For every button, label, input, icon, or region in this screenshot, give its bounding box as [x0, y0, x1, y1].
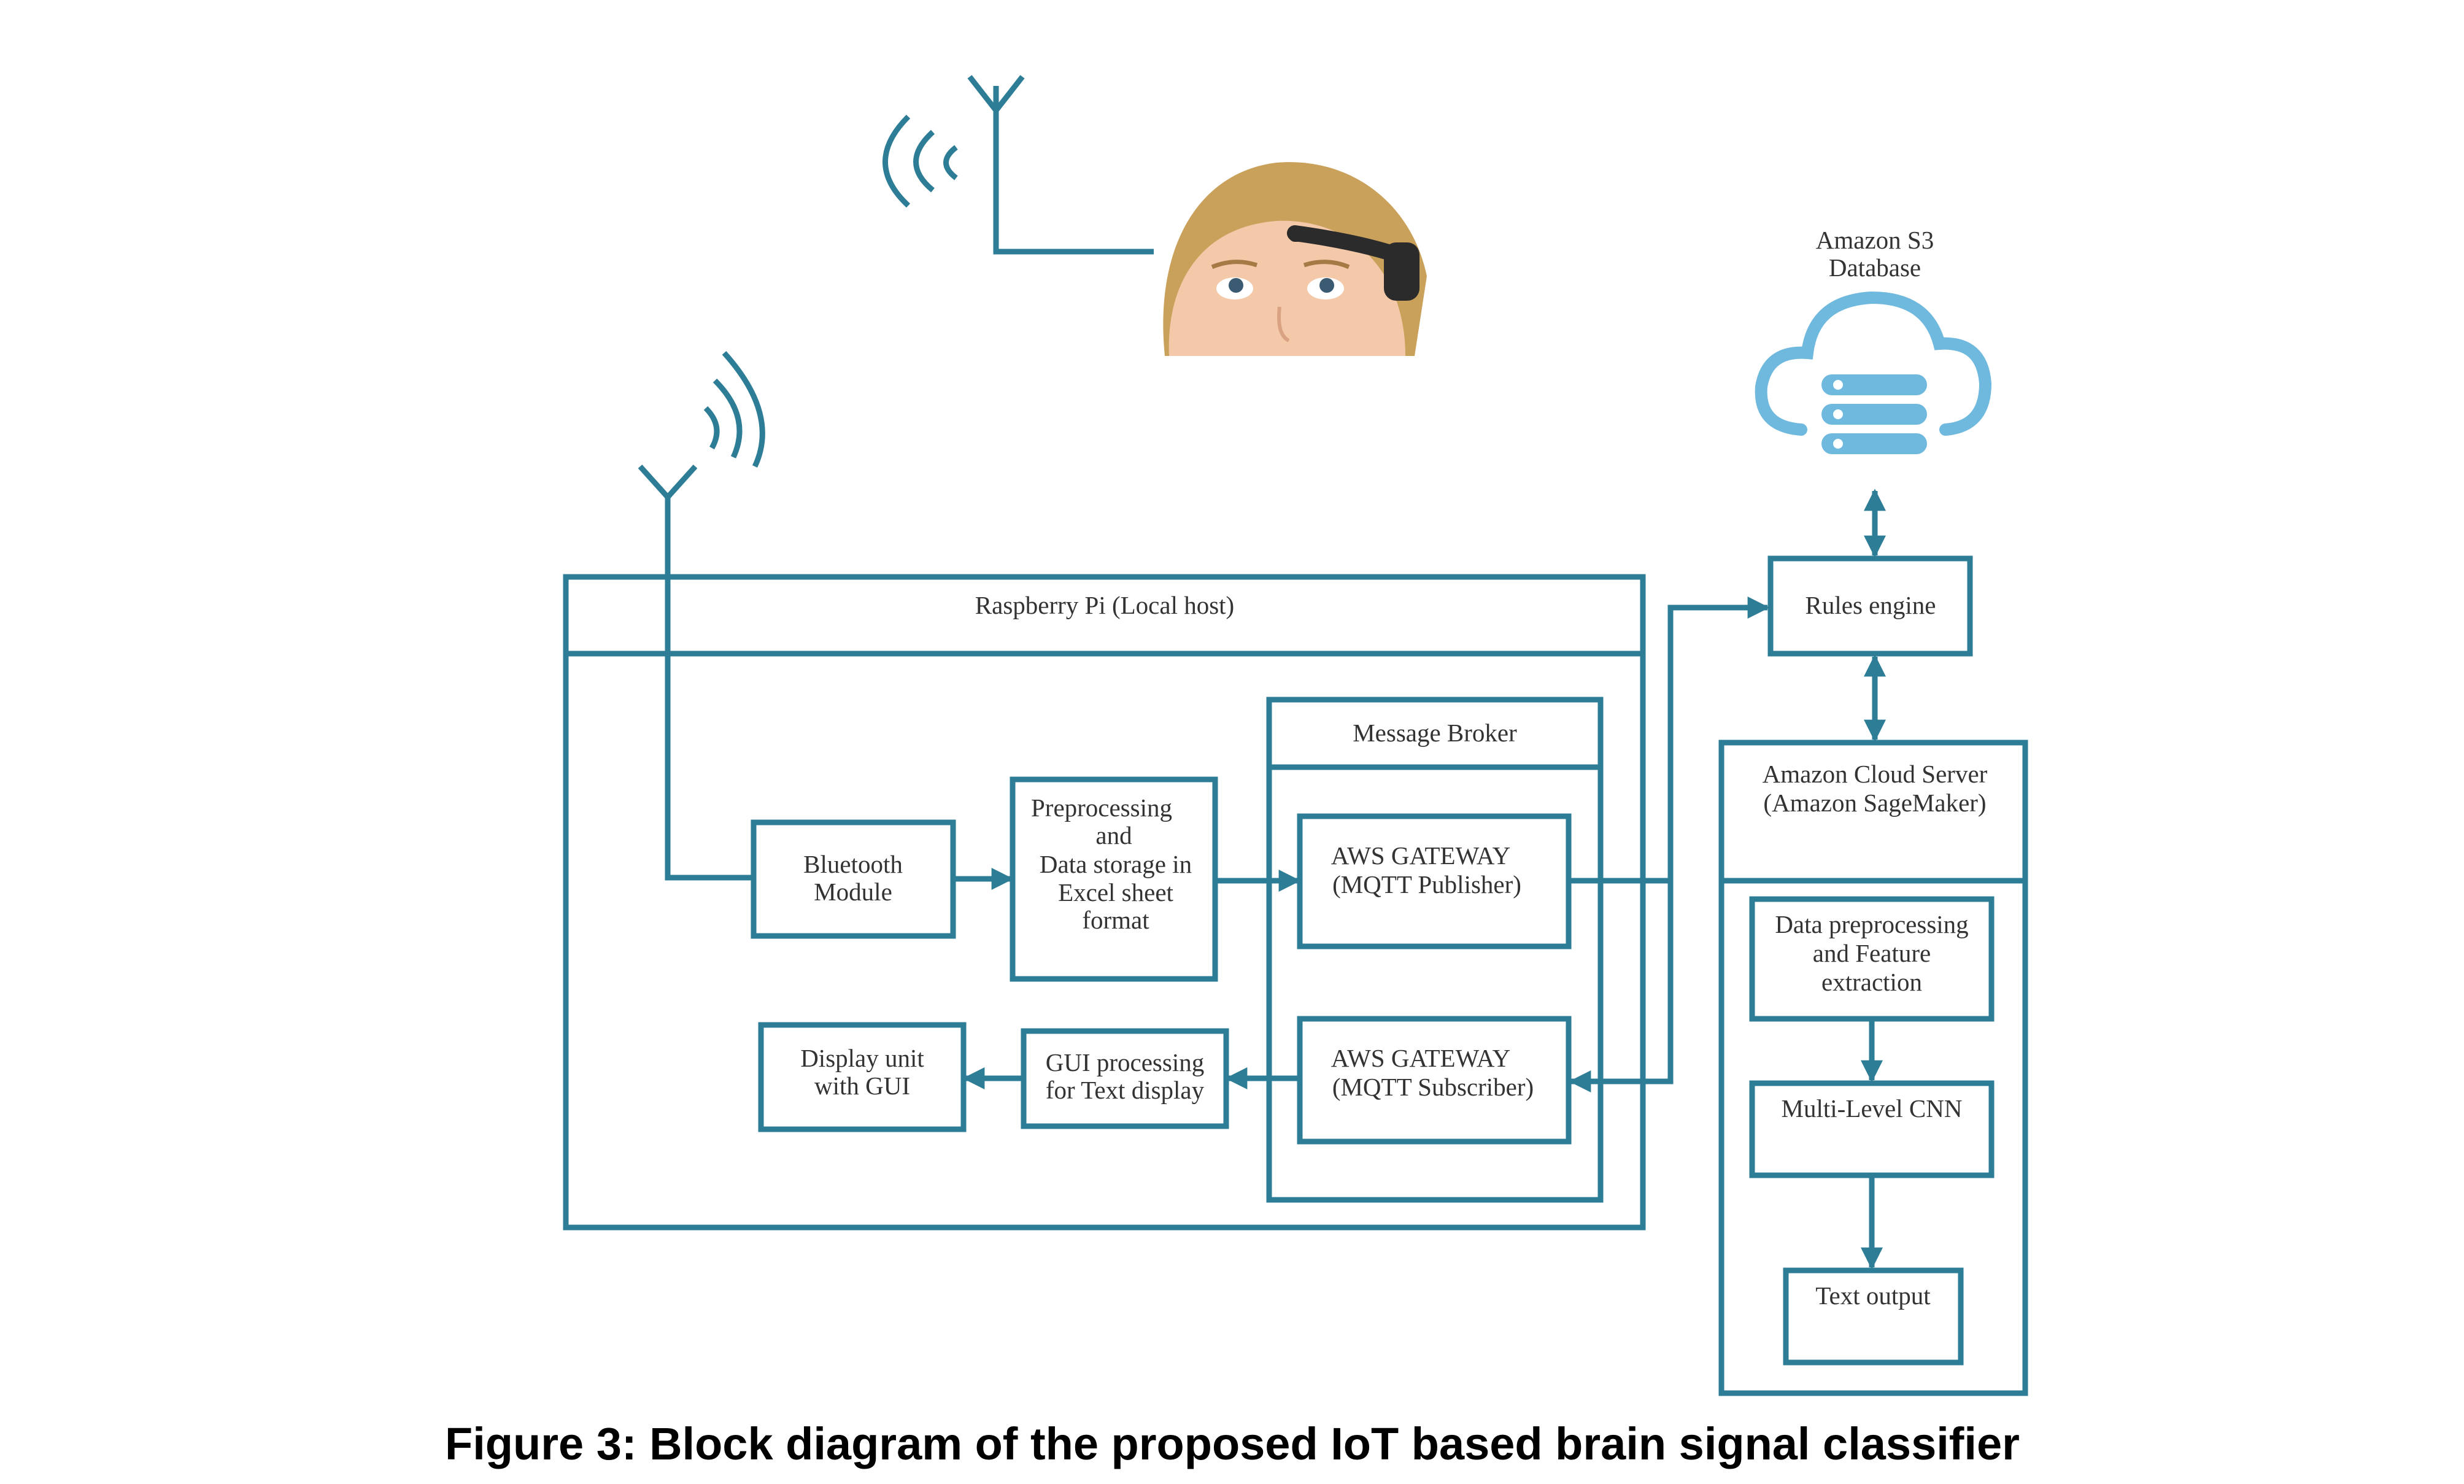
antenna-feed-line — [665, 497, 752, 881]
figure-caption: Figure 3: Block diagram of the proposed … — [445, 1418, 2020, 1469]
cnn-block — [1749, 1080, 1995, 1178]
display-label-line1: Display unit — [800, 1044, 924, 1072]
preproc-label-line4: Excel sheet — [1058, 878, 1173, 906]
bluetooth-label-line1: Bluetooth — [803, 850, 903, 878]
bluetooth-label-line2: Module — [814, 878, 892, 906]
feature-label-line3: extraction — [1821, 968, 1922, 996]
display-label-line2: with GUI — [814, 1072, 910, 1100]
preproc-label-line3: Data storage in — [1040, 850, 1192, 878]
cloud-database-icon — [1755, 291, 1992, 454]
gui-label-line2: for Text display — [1046, 1076, 1205, 1104]
gui-label-line1: GUI processing — [1046, 1048, 1204, 1076]
preprocessing-storage-block — [1010, 776, 1218, 982]
bluetooth-module-block — [751, 819, 956, 939]
mqtt-publisher-block — [1297, 813, 1572, 949]
preproc-label-line2: and — [1095, 821, 1132, 849]
feature-label-line2: and Feature — [1813, 939, 1931, 967]
headset-user-photo — [1163, 162, 1427, 356]
antenna-icon — [967, 75, 1154, 255]
publisher-label-line1: AWS GATEWAY — [1331, 841, 1510, 870]
preproc-label-line1: Preprocessing — [1031, 794, 1172, 822]
mqtt-subscriber-block — [1297, 1016, 1572, 1145]
feature-extraction-block — [1749, 896, 1995, 1022]
cnn-label: Multi-Level CNN — [1782, 1094, 1963, 1123]
raspberry-pi-label: Raspberry Pi (Local host) — [975, 591, 1234, 619]
s3-label-line1: Amazon S3 — [1816, 226, 1934, 254]
cloud-server-label-line2: (Amazon SageMaker) — [1763, 789, 1986, 817]
arrow-to-subscriber — [1569, 881, 1674, 1092]
signal-waves-icon — [703, 350, 765, 468]
subscriber-label-line1: AWS GATEWAY — [1331, 1044, 1510, 1072]
subscriber-label-line2: (MQTT Subscriber) — [1332, 1073, 1534, 1101]
text-output-label: Text output — [1815, 1281, 1931, 1310]
preproc-label-line5: format — [1082, 906, 1149, 934]
message-broker-label: Message Broker — [1353, 719, 1517, 747]
cloud-server-label-line1: Amazon Cloud Server — [1763, 760, 1988, 788]
rules-engine-block — [1767, 555, 1973, 657]
s3-label-line2: Database — [1829, 253, 1921, 282]
text-output-block — [1783, 1267, 1964, 1366]
rules-engine-label: Rules engine — [1806, 591, 1936, 619]
publisher-label-line2: (MQTT Publisher) — [1332, 870, 1521, 899]
arrow-publisher-to-rules-engine — [1569, 597, 1770, 884]
feature-label-line1: Data preprocessing — [1775, 910, 1968, 938]
display-unit-block — [758, 1022, 967, 1132]
signal-waves-icon — [882, 114, 958, 208]
